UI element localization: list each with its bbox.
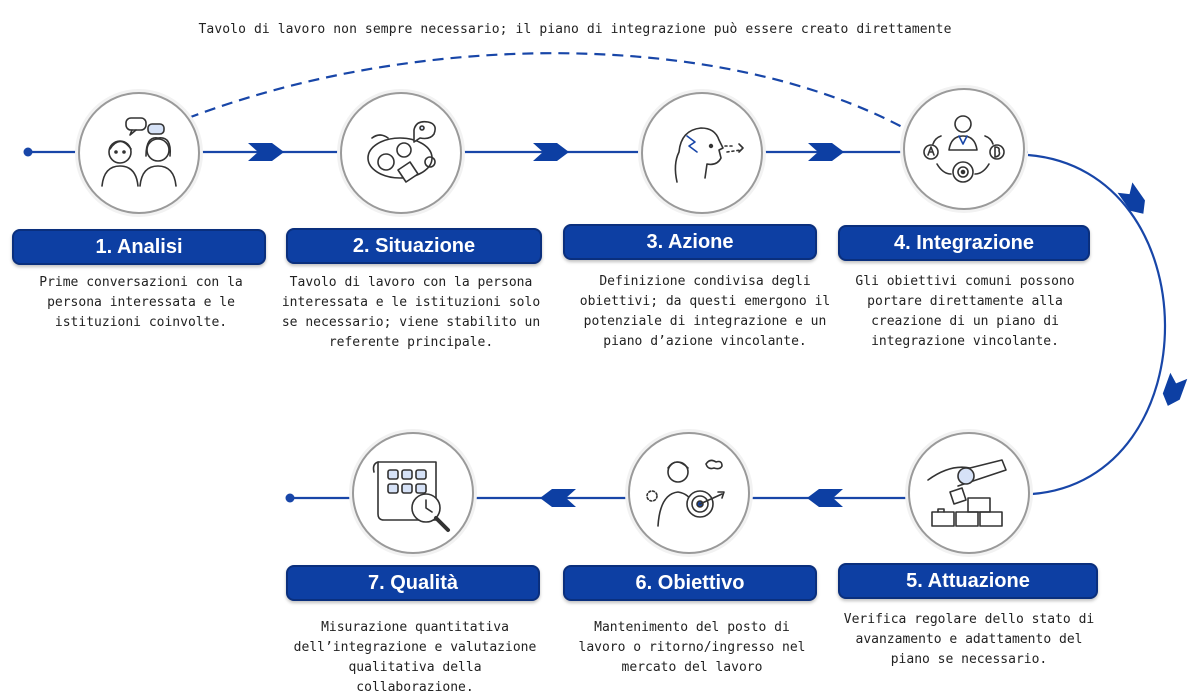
building-blocks-icon: [927, 459, 1007, 527]
step-4-title: 4. Integrazione: [838, 225, 1090, 261]
step-7-title: 7. Qualità: [286, 565, 540, 601]
step-2-description: Tavolo di lavoro con la persona interess…: [281, 275, 541, 350]
step-3-description: Definizione condivisa degli obiettivi; d…: [579, 274, 831, 349]
arrow-chevron: [807, 489, 843, 507]
step-4-circle: [903, 88, 1025, 210]
step-7-circle: [352, 432, 474, 554]
step-4-description: Gli obiettivi comuni possono portare dir…: [855, 274, 1075, 349]
right-curve-line: [1027, 153, 1167, 496]
people-talking-icon: [101, 117, 177, 187]
step-5-title: 5. Attuazione: [838, 563, 1098, 599]
step-5-description: Verifica regolare dello stato di avanzam…: [843, 612, 1095, 667]
step-7-description: Misurazione quantitativa dell’integrazio…: [293, 620, 537, 695]
step-3-title: 3. Azione: [563, 224, 817, 260]
step-6-circle: [628, 432, 750, 554]
step-5-circle: [908, 432, 1030, 554]
arrow-chevron: [533, 143, 569, 161]
decision-target-icon: [923, 115, 1005, 183]
arrow-chevron: [1162, 372, 1188, 406]
step-6-title: 6. Obiettivo: [563, 565, 817, 601]
step-1-circle: [78, 92, 200, 214]
arrow-chevron: [1117, 182, 1145, 214]
schedule-magnifier-icon: [372, 461, 450, 532]
end-dot: [285, 493, 295, 503]
discussion-icon: [367, 120, 436, 183]
step-2-circle: [340, 92, 462, 214]
step-1-title: 1. Analisi: [12, 229, 266, 265]
step-6-description: Mantenimento del posto di lavoro o ritor…: [578, 620, 806, 675]
step-1-description: Prime conversazioni con la persona inter…: [39, 275, 243, 330]
step-3-circle: [641, 92, 763, 214]
step-2-title: 2. Situazione: [286, 228, 542, 264]
person-target-icon: [646, 459, 725, 527]
start-dot: [23, 147, 33, 157]
thinking-person-icon: [674, 127, 744, 183]
arrow-chevron: [540, 489, 576, 507]
top-note: Tavolo di lavoro non sempre necessario; …: [198, 22, 952, 37]
arrow-chevron: [808, 143, 844, 161]
shortcut-dashed-arc: [187, 52, 905, 129]
arrow-chevron: [248, 143, 284, 161]
